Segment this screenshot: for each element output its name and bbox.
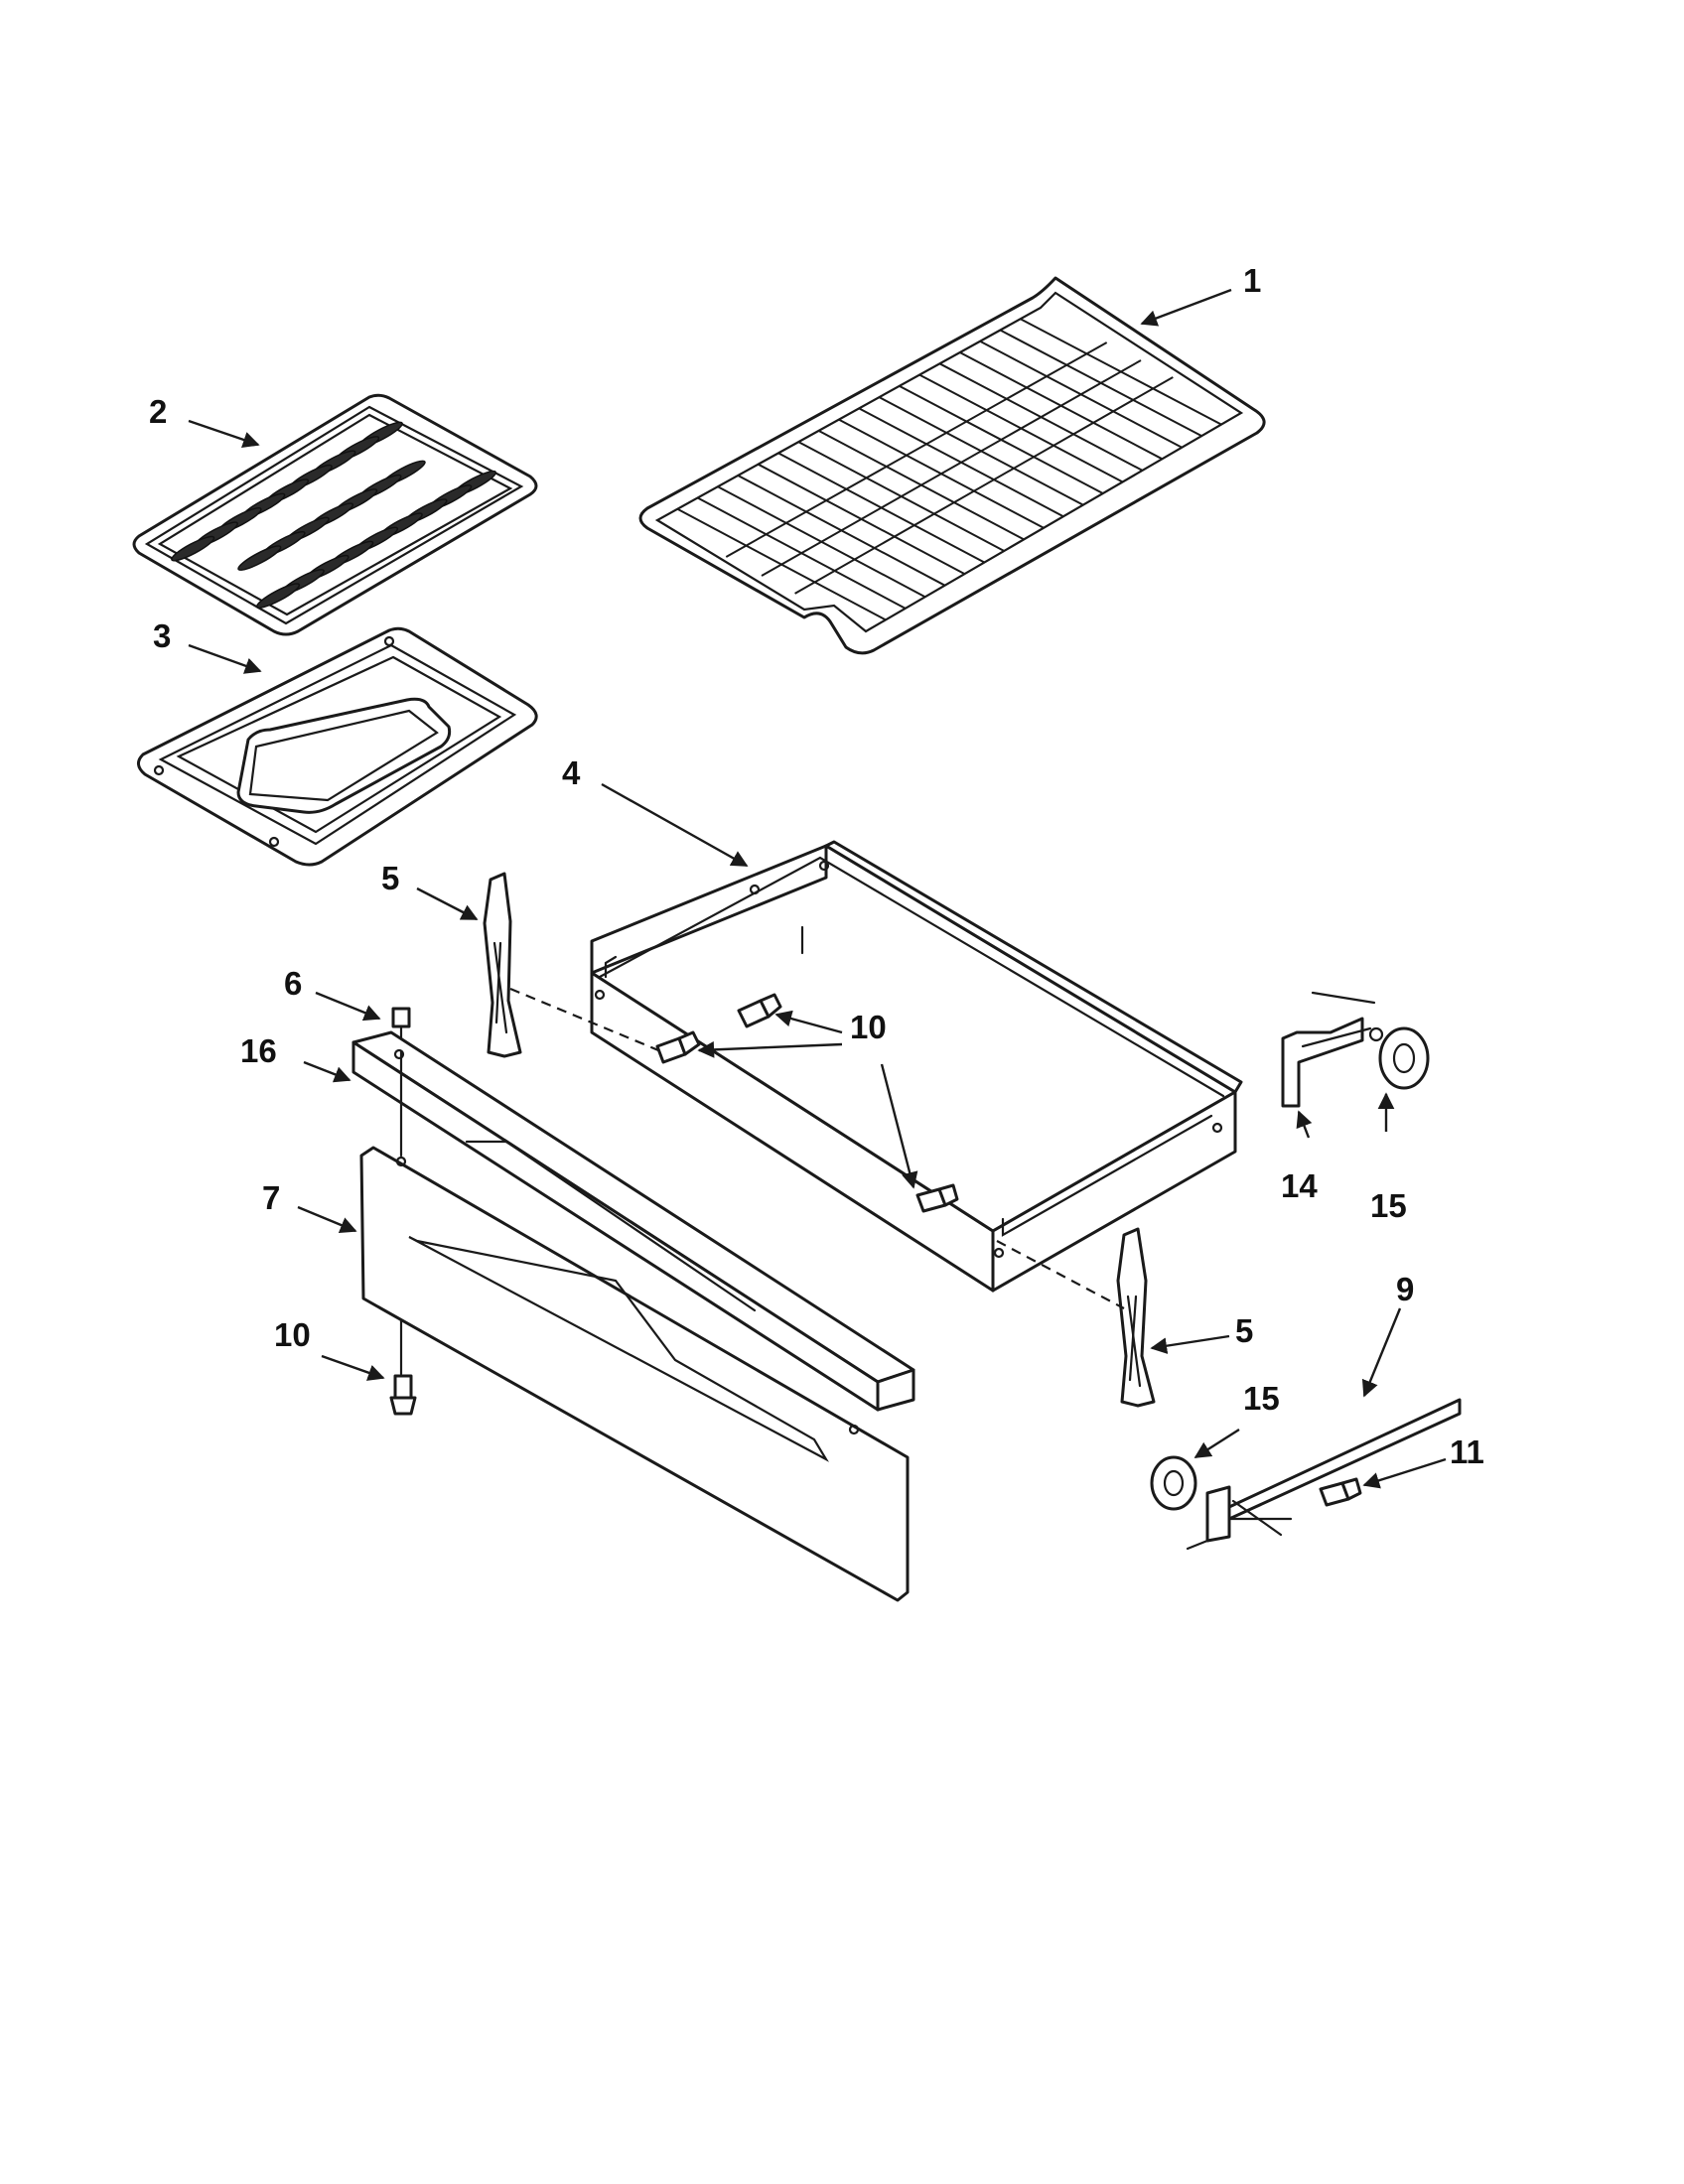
roller-wheel-left	[1150, 1455, 1197, 1511]
callout-10-drawer: 10	[850, 1009, 887, 1045]
callout-15-right: 15	[1370, 1187, 1407, 1224]
glide-alignment-line-left	[509, 987, 664, 1054]
drawer-front-panel	[359, 1146, 910, 1602]
callout-9: 9	[1396, 1271, 1414, 1307]
callout-15-left: 15	[1243, 1380, 1280, 1417]
callout-10-panel: 10	[274, 1316, 311, 1353]
screw-drawer-front	[915, 1183, 959, 1213]
screw-drawer-side	[655, 1030, 701, 1064]
drawer-glide-left	[483, 872, 522, 1058]
storage-drawer	[590, 840, 1243, 1293]
oven-rack	[638, 276, 1266, 655]
rack-cross-wire	[761, 359, 1142, 577]
callout-2: 2	[149, 393, 167, 430]
drawer-support-bar	[351, 1030, 915, 1412]
callout-16: 16	[240, 1032, 277, 1069]
rack-cross-wire	[794, 376, 1174, 595]
callout-3: 3	[153, 617, 171, 654]
callout-4: 4	[562, 754, 581, 791]
callout-11: 11	[1450, 1433, 1484, 1470]
rack-cross-wire	[725, 341, 1108, 558]
roller-bracket	[1281, 991, 1384, 1108]
drawer-glide-right	[1116, 1227, 1156, 1408]
callout-6: 6	[284, 965, 302, 1002]
callout-7: 7	[262, 1179, 280, 1216]
grid-slot	[237, 545, 282, 571]
screw-panel-bottom	[389, 1374, 417, 1416]
roller-wheel-right	[1378, 1026, 1430, 1090]
screw-rail	[1319, 1477, 1362, 1507]
callout-14: 14	[1281, 1167, 1318, 1204]
callout-1: 1	[1243, 262, 1261, 299]
callout-5-right: 5	[1235, 1312, 1253, 1349]
broiler-pan-grid	[132, 393, 538, 636]
leader-lines	[188, 288, 1447, 1489]
grid-slot	[171, 535, 215, 562]
screw-drawer-inner	[737, 993, 782, 1028]
callout-5-left: 5	[381, 860, 399, 896]
broiler-pan	[137, 626, 538, 867]
grid-slot	[255, 583, 301, 609]
rear-rail	[1186, 1398, 1462, 1551]
glide-alignment-line-right	[996, 1240, 1125, 1309]
